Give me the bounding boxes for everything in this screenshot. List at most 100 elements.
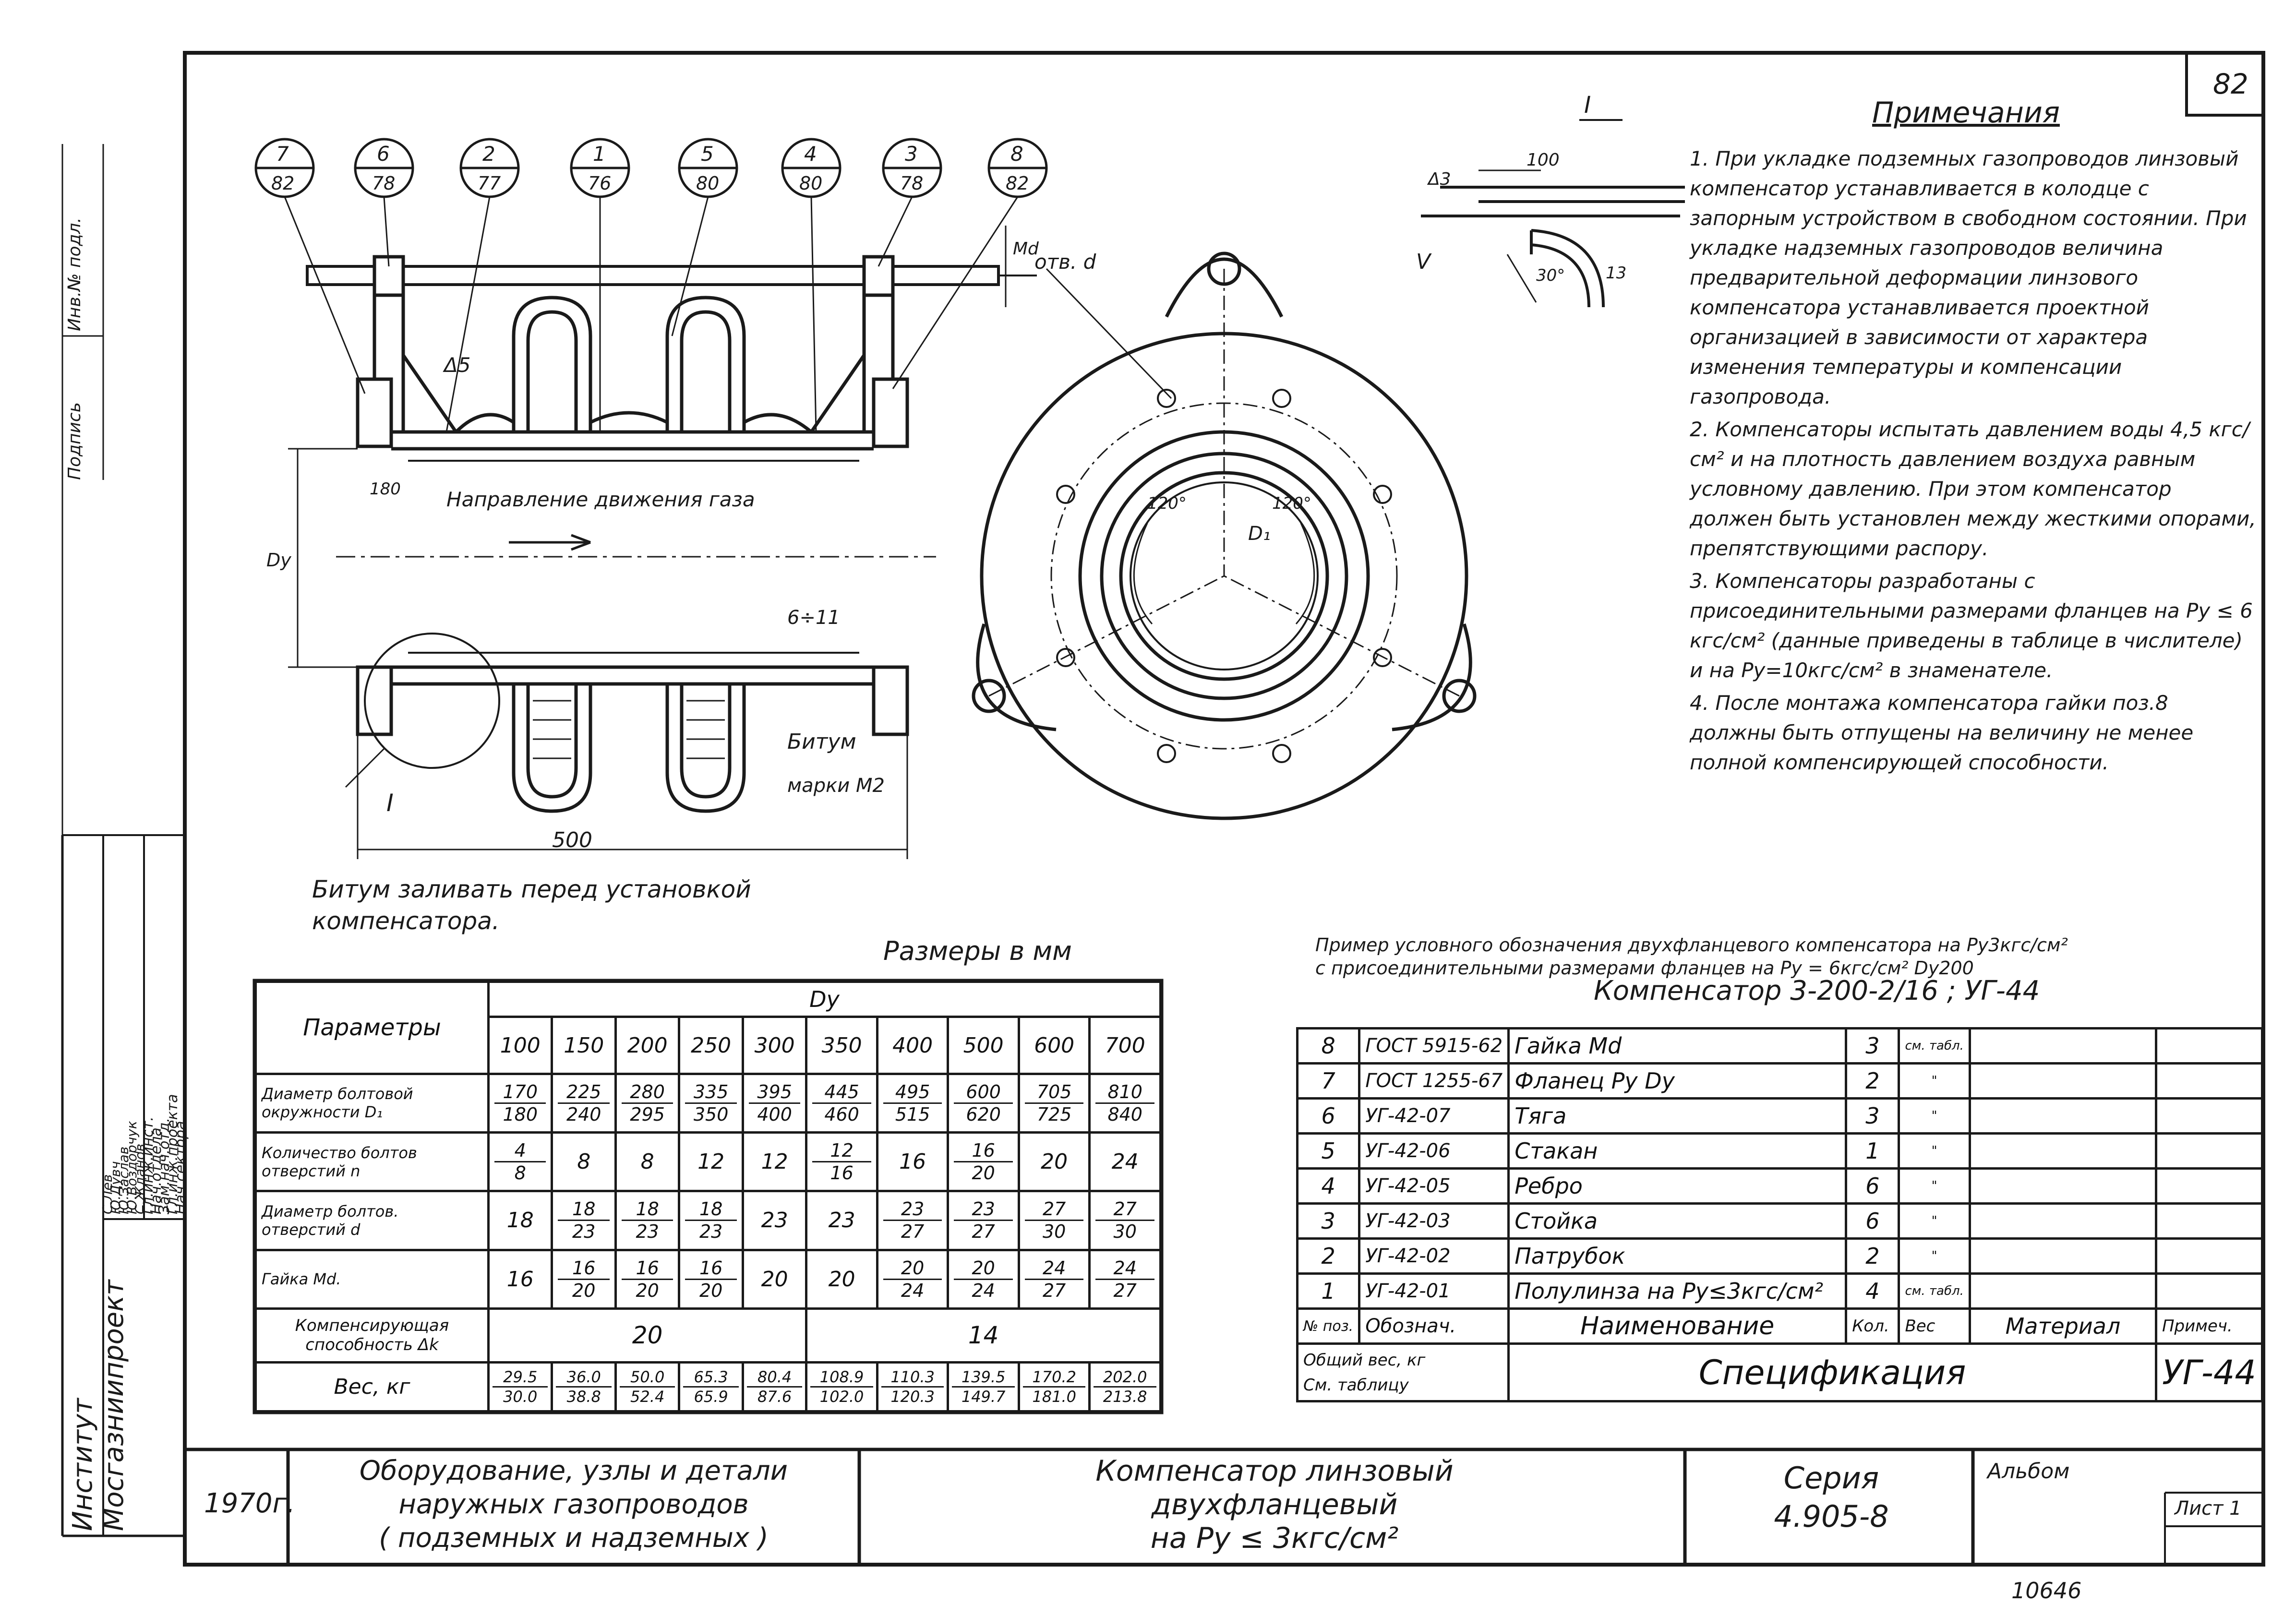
title-year: 1970г. — [204, 1488, 295, 1519]
names-strip: С.Лев Ю.Дувч Ю.Заслав Ю.Воздорчук С.Ждан… — [99, 845, 148, 1214]
spec-cell-name: Стойка — [1507, 1202, 1848, 1240]
dims-cell-top: 18 — [558, 1198, 610, 1221]
mass-cell-top: 29.5 — [493, 1368, 548, 1388]
mass-cell-bottom: 102.0 — [819, 1388, 864, 1406]
du-col: 400 — [876, 1016, 950, 1075]
dims-cell-bottom: 240 — [566, 1103, 601, 1125]
spec-cell-doc: ГОСТ 5915-62 — [1358, 1027, 1510, 1065]
spec-cell-name: Патрубок — [1507, 1237, 1848, 1275]
example-designation: Пример условного обозначения двухфланцев… — [1315, 934, 2251, 1005]
spec-cell-name: Тяга — [1507, 1097, 1848, 1135]
spec-cell-mass: " — [1898, 1202, 1971, 1240]
spec-footer-2: См. таблицу — [1303, 1375, 1409, 1395]
param-header: Параметры — [254, 981, 490, 1075]
name-line-3: на Pу ≤ 3кгс/см² — [1150, 1521, 1399, 1555]
dims-cell-bottom: 400 — [757, 1103, 792, 1125]
spec-cell-qty: 1 — [1845, 1132, 1900, 1170]
dims-cell-top: 12 — [812, 1140, 871, 1163]
du-col: 200 — [614, 1016, 681, 1075]
balloon-3-sheet: 78 — [900, 173, 923, 194]
balloon-1-num: 1 — [593, 142, 606, 166]
dims-cell-top: 27 — [1095, 1198, 1154, 1221]
spec-cell-name: Стакан — [1507, 1132, 1848, 1170]
dims-cell-top: 18 — [685, 1198, 737, 1221]
dims-cell-bottom: 8 — [514, 1162, 526, 1184]
dims-row-name: Гайка Md. — [254, 1248, 490, 1310]
du-col: 700 — [1088, 1016, 1162, 1075]
dim-du: Dу — [266, 550, 291, 571]
detail-dim-13: 13 — [1606, 263, 1626, 283]
dims-cell-top: 16 — [621, 1257, 673, 1280]
title-sheet: Лист 1 — [2175, 1497, 2242, 1520]
mass-cell-bottom: 213.8 — [1103, 1388, 1147, 1406]
spec-cell-pos: 4 — [1296, 1167, 1361, 1205]
dims-cell-bottom: 23 — [636, 1221, 659, 1243]
spec-cell-mass: " — [1898, 1237, 1971, 1275]
dims-cell-bottom: 16 — [830, 1162, 853, 1184]
balloon-5-sheet: 80 — [696, 173, 719, 194]
dims-cell-bottom: 27 — [901, 1221, 925, 1243]
holes-label: отв. d — [1034, 250, 1096, 274]
dims-row-name: Диаметр болтовой окружности D₁ — [254, 1072, 490, 1134]
spec-cell-material — [1968, 1202, 2157, 1240]
mass-cell-top: 170.2 — [1022, 1368, 1086, 1388]
series-label: Серия — [1783, 1460, 1879, 1496]
spec-cell-doc: УГ-42-06 — [1358, 1132, 1510, 1170]
dims-cell-top: 16 — [558, 1257, 610, 1280]
dims-row-name: Количество болтов отверстий n — [254, 1131, 490, 1193]
spec-cell-pos: 1 — [1296, 1272, 1361, 1310]
spec-h-material: Материал — [1968, 1307, 2157, 1345]
dims-cell: 12 — [678, 1131, 744, 1193]
spec-cell-material — [1968, 1097, 2157, 1135]
spec-cell-name: Полулинза на Pу≤3кгс/см² — [1507, 1272, 1848, 1310]
spec-cell-doc: УГ-42-03 — [1358, 1202, 1510, 1240]
dims-cell-top: 280 — [621, 1081, 673, 1104]
spec-cell-mass: см. табл. — [1898, 1272, 1971, 1310]
comp-left: 20 — [487, 1307, 808, 1364]
spec-cell-pos: 5 — [1296, 1132, 1361, 1170]
balloon-5-num: 5 — [701, 142, 714, 166]
weld-delta5: Δ5 — [443, 353, 470, 377]
spec-cell-qty: 2 — [1845, 1062, 1900, 1100]
dims-table-title: Размеры в мм — [883, 936, 1072, 966]
md-label: Md — [1013, 239, 1039, 259]
balloon-6-sheet: 78 — [372, 173, 395, 194]
mass-cell-bottom: 120.3 — [890, 1388, 935, 1406]
detail-dim-100: 100 — [1527, 150, 1560, 170]
spec-cell-qty: 6 — [1845, 1167, 1900, 1205]
spec-cell-qty: 6 — [1845, 1202, 1900, 1240]
compensator-front-view — [972, 251, 1477, 820]
node-I-label: I — [386, 789, 394, 817]
inventory-strip: Инв.№ подл. — [65, 149, 101, 331]
dims-cell: 20 — [805, 1248, 878, 1310]
balloon-3-num: 3 — [905, 142, 918, 166]
dims-cell-top: 16 — [685, 1257, 737, 1280]
spec-cell-doc: УГ-42-07 — [1358, 1097, 1510, 1135]
dims-cell-bottom: 350 — [693, 1103, 729, 1125]
dims-cell: 20 — [741, 1248, 808, 1310]
dims-cell-top: 600 — [954, 1081, 1013, 1104]
title-series: Серия 4.905-8 — [1699, 1459, 1963, 1536]
spec-cell-qty: 4 — [1845, 1272, 1900, 1310]
dim-180: 180 — [370, 479, 401, 499]
dims-cell-bottom: 20 — [699, 1280, 723, 1301]
spec-cell-material — [1968, 1027, 2157, 1065]
